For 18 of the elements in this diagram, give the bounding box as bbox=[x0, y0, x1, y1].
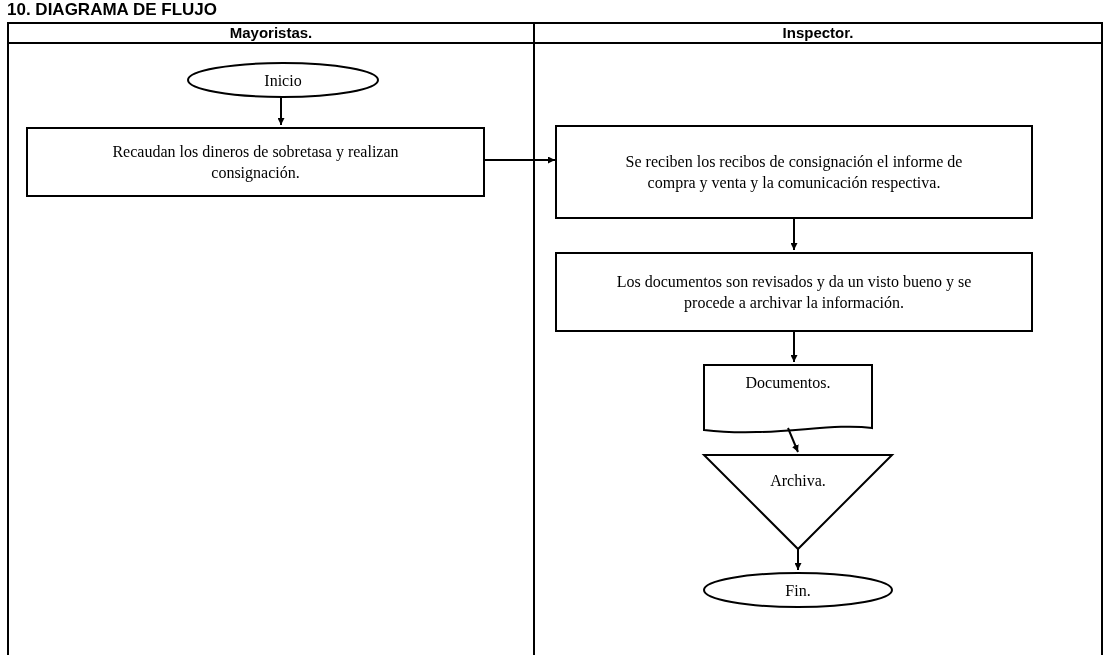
node-text: Se reciben los recibos de consignación el informe de compra y venta y la comunicación respectiva. bbox=[624, 152, 964, 193]
arrow bbox=[787, 427, 799, 453]
node-text: Inicio bbox=[264, 70, 302, 91]
lane-header: Inspector. bbox=[535, 24, 1101, 44]
arrow bbox=[790, 216, 798, 251]
node-text: Los documentos son revisados y da un visto bueno y se procede a archivar la información. bbox=[615, 272, 973, 313]
arrow bbox=[482, 156, 556, 164]
swimlane bbox=[7, 22, 535, 655]
lane-header: Mayoristas. bbox=[9, 24, 533, 44]
node-text: Fin. bbox=[785, 580, 811, 601]
swimlane bbox=[535, 22, 1103, 655]
node-text: Archiva. bbox=[770, 471, 826, 491]
node-text: Documentos. bbox=[745, 373, 831, 393]
arrow bbox=[790, 329, 798, 363]
arrow bbox=[794, 547, 802, 571]
arrow bbox=[277, 95, 285, 126]
diagram-title: 10. DIAGRAMA DE FLUJO bbox=[7, 0, 217, 20]
node-text: Recaudan los dineros de sobretasa y realizan consignación. bbox=[111, 142, 400, 183]
